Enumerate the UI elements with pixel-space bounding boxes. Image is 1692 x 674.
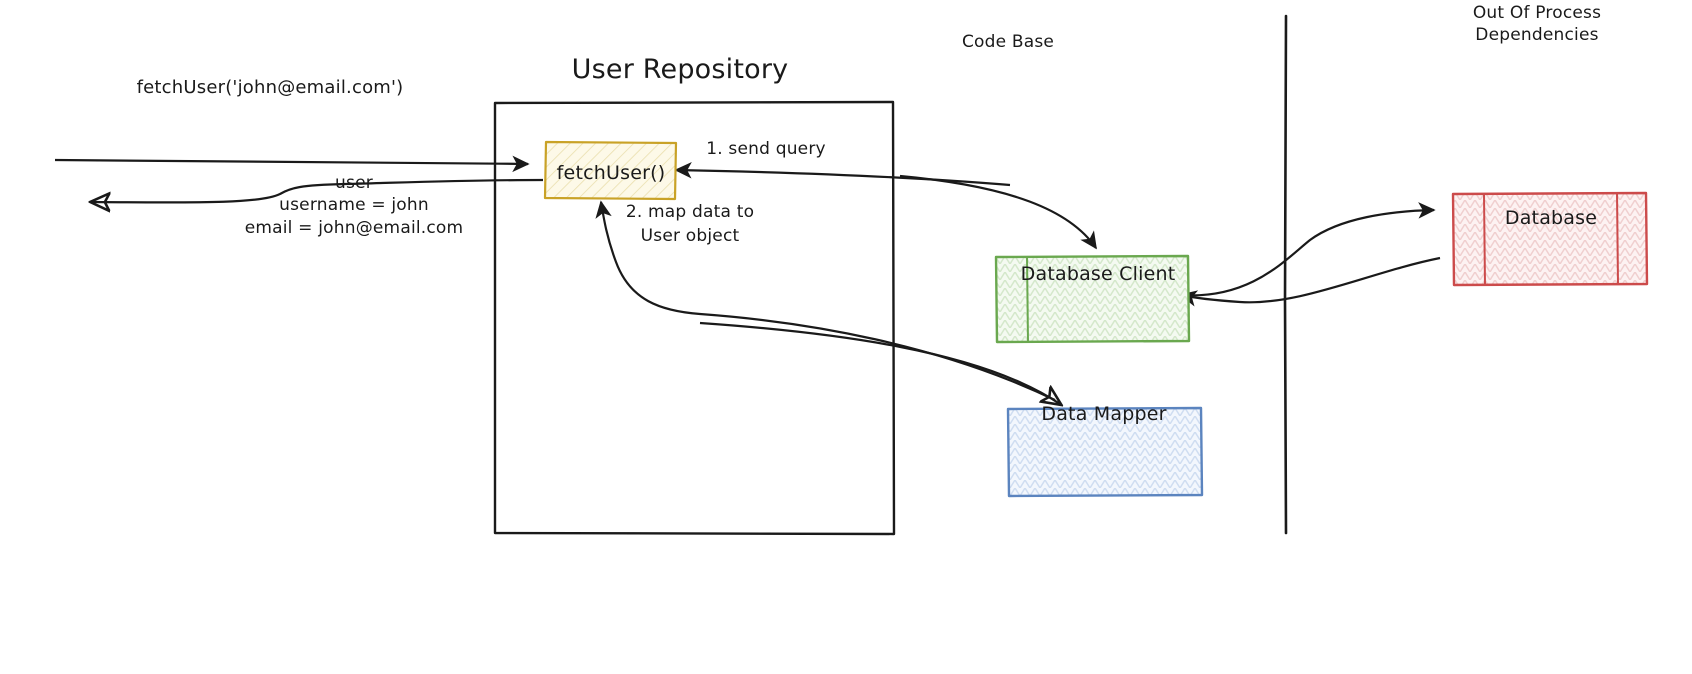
node-label-database: Database [1504, 207, 1598, 229]
process-boundary-divider [1283, 14, 1288, 535]
node-database[interactable] [1451, 191, 1649, 287]
return-label-line2: username = john [279, 195, 429, 215]
query-result-arrow [674, 162, 1011, 187]
entry-call-label: fetchUser('john@email.com') [136, 77, 404, 98]
user-repository-boundary [493, 100, 896, 536]
db-response-arrow [1179, 256, 1441, 307]
step-1-label: 1. send query [706, 139, 826, 159]
page-title: User Repository [571, 54, 789, 85]
step-2-label-line2: User object [640, 226, 740, 246]
header-out-of-process-line1: Out Of Process [1472, 3, 1602, 23]
header-code-base: Code Base [961, 32, 1055, 52]
db-request-arrow [1179, 202, 1436, 297]
map-data-arrow [595, 200, 1056, 401]
return-label-line1: user [335, 173, 373, 193]
send-query-arrow [899, 174, 1097, 250]
node-data-mapper[interactable] [1006, 406, 1204, 498]
node-label-fetch-user: fetchUser() [556, 162, 666, 184]
header-out-of-process-line2: Dependencies [1475, 25, 1599, 45]
return-value-arrow [92, 178, 544, 202]
node-database-client[interactable] [994, 254, 1191, 344]
node-label-data-mapper: Data Mapper [1041, 403, 1167, 425]
return-label-line3: email = john@email.com [244, 218, 464, 238]
incoming-call-arrow [54, 155, 530, 173]
node-fetch-user[interactable] [543, 140, 678, 201]
node-label-database-client: Database Client [1020, 263, 1176, 285]
step-2-label-line1: 2. map data to [625, 202, 755, 222]
map-request-arrow [699, 321, 1060, 404]
